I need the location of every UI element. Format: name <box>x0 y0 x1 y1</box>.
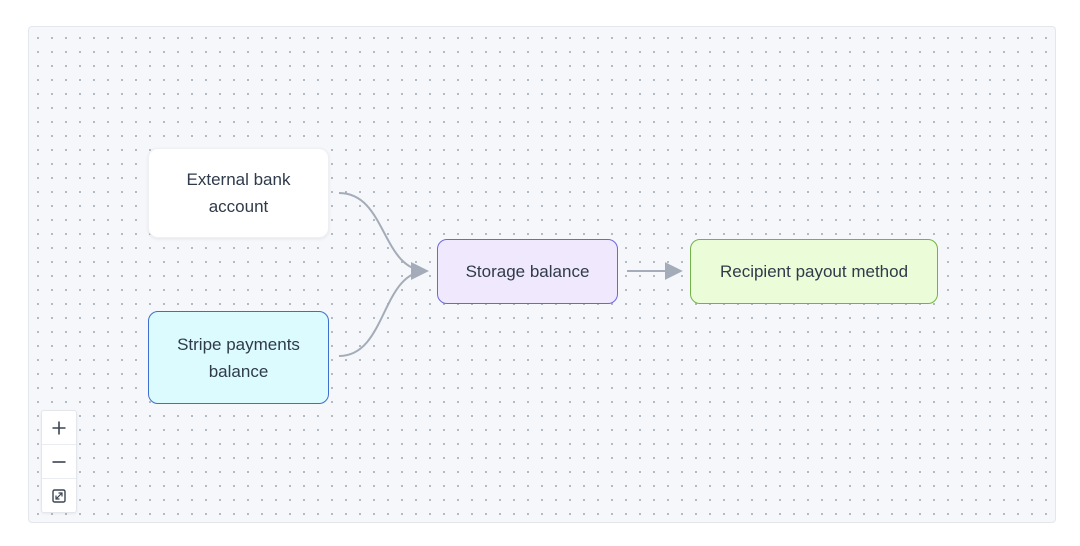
edge-stripe-to-storage <box>338 262 429 357</box>
node-label: Recipient payout method <box>719 262 909 281</box>
zoom-out-button[interactable] <box>42 445 76 479</box>
edge-external-to-storage <box>338 192 429 280</box>
node-label: External bank account <box>186 170 291 216</box>
plus-icon <box>52 421 66 434</box>
node-label: Storage balance <box>465 262 590 281</box>
zoom-in-button[interactable] <box>42 411 76 445</box>
zoom-controls <box>41 410 77 513</box>
flow-canvas[interactable]: External bank account Stripe payments ba… <box>28 26 1056 523</box>
minus-icon <box>52 460 66 463</box>
node-label: Stripe payments balance <box>177 334 300 381</box>
node-storage-balance[interactable]: Storage balance <box>437 239 618 304</box>
fit-view-icon <box>52 488 66 503</box>
node-stripe-payments-balance[interactable]: Stripe payments balance <box>148 311 329 404</box>
node-external-bank-account[interactable]: External bank account <box>148 148 329 238</box>
fit-view-button[interactable] <box>42 479 76 512</box>
node-recipient-payout-method[interactable]: Recipient payout method <box>690 239 938 304</box>
